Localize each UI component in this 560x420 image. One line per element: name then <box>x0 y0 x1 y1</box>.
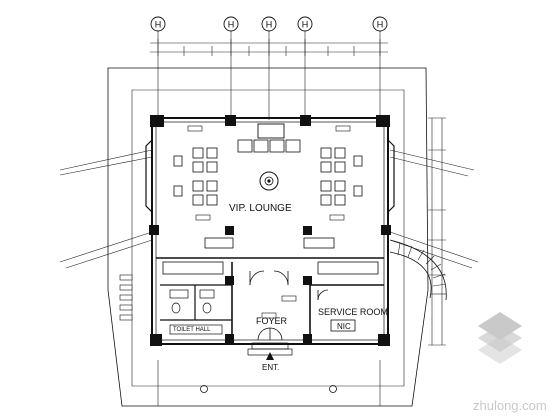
curved-ramp <box>389 239 447 301</box>
doors <box>249 270 329 341</box>
svg-text:H: H <box>228 20 235 30</box>
annotation-tags <box>119 125 351 321</box>
svg-text:H: H <box>155 20 162 30</box>
grid-bubble: H <box>150 16 166 120</box>
entrance-label: ENT. <box>262 363 279 372</box>
grid-line-markers: H H H H H <box>150 16 388 120</box>
grid-bubble: H <box>297 16 313 120</box>
left-seating-group <box>173 147 218 206</box>
top-dimension-lines <box>150 39 388 56</box>
approach-lines <box>59 149 479 269</box>
service-room-tag: NIC <box>337 322 351 331</box>
grid-bubble: H <box>261 16 277 120</box>
grid-bubble: H <box>223 16 239 120</box>
service-room-label: SERVICE ROOM <box>318 307 388 317</box>
grid-bubble: H <box>372 16 388 120</box>
toilet-fixtures <box>169 289 223 335</box>
watermark-logo <box>478 312 522 364</box>
service-room-tag-box <box>330 319 356 332</box>
foyer-label: FOYER <box>256 316 288 326</box>
right-dimension-lines <box>428 117 446 346</box>
entrance-steps <box>247 342 293 360</box>
svg-text:H: H <box>302 20 309 30</box>
counters <box>162 237 379 275</box>
svg-text:H: H <box>377 20 384 30</box>
vip-lounge-label: VIP. LOUNGE <box>229 203 292 214</box>
right-seating-group <box>320 147 363 206</box>
entrance-arrow-icon <box>266 352 274 360</box>
toilet-hall-label: TOILET HALL <box>173 327 211 333</box>
bottom-grid-markers <box>157 360 381 406</box>
svg-text:H: H <box>266 20 273 30</box>
building-walls <box>145 115 395 346</box>
watermark-site-label: zhulong.com <box>473 398 547 413</box>
lounge-furniture <box>237 123 301 191</box>
